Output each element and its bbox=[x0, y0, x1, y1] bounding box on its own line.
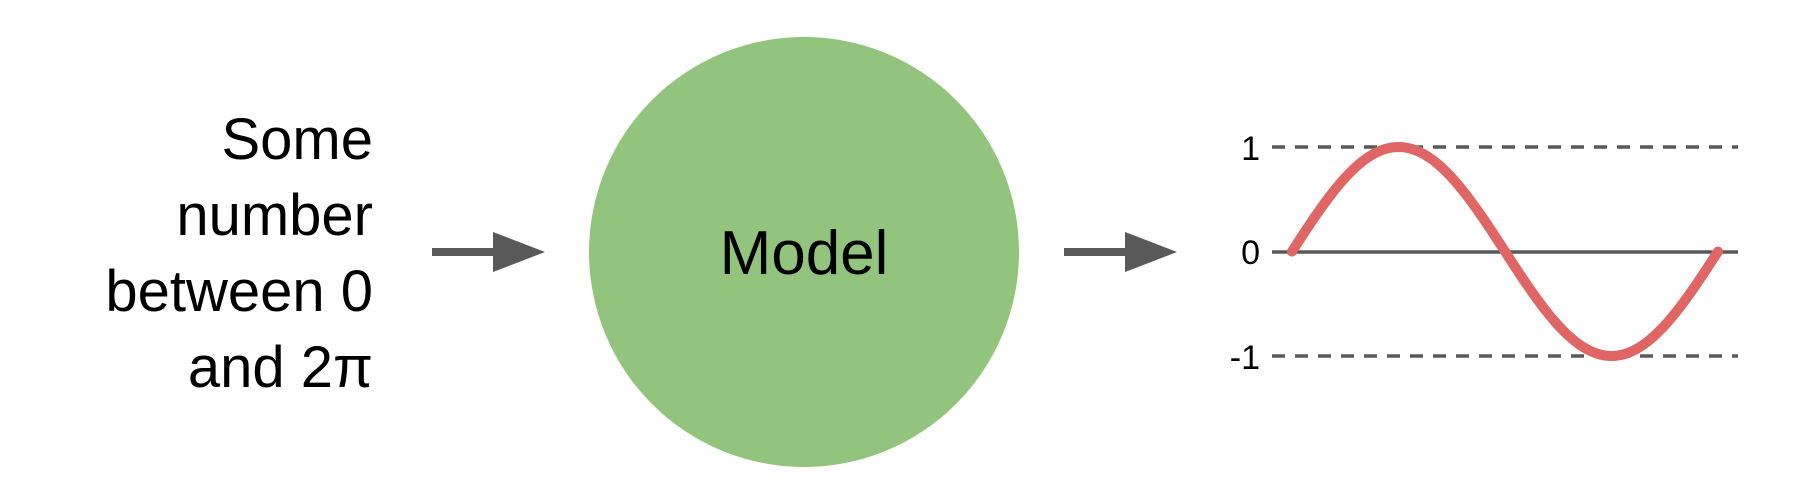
output-arrow-head bbox=[1125, 232, 1177, 272]
y-tick-label-neg1: -1 bbox=[1230, 339, 1260, 377]
input-arrow-shaft bbox=[432, 248, 494, 256]
input-label-line-1: Some bbox=[221, 107, 373, 172]
sine-curve bbox=[1287, 141, 1723, 362]
input-arrow bbox=[432, 232, 545, 272]
model-label: Model bbox=[720, 219, 889, 288]
model-node: Model bbox=[589, 37, 1019, 467]
output-arrow-shaft bbox=[1064, 248, 1126, 256]
input-arrow-head bbox=[493, 232, 545, 272]
input-label-line-4: and 2π bbox=[188, 335, 373, 400]
model-circle bbox=[589, 37, 1019, 467]
output-plot: 1 0 -1 bbox=[1230, 130, 1738, 377]
y-tick-label-1: 1 bbox=[1241, 130, 1260, 168]
y-tick-label-0: 0 bbox=[1241, 234, 1260, 272]
input-label: Some number between 0 and 2π bbox=[105, 107, 373, 400]
input-label-line-3: between 0 bbox=[105, 259, 373, 324]
output-arrow bbox=[1064, 232, 1177, 272]
input-label-line-2: number bbox=[176, 183, 373, 248]
